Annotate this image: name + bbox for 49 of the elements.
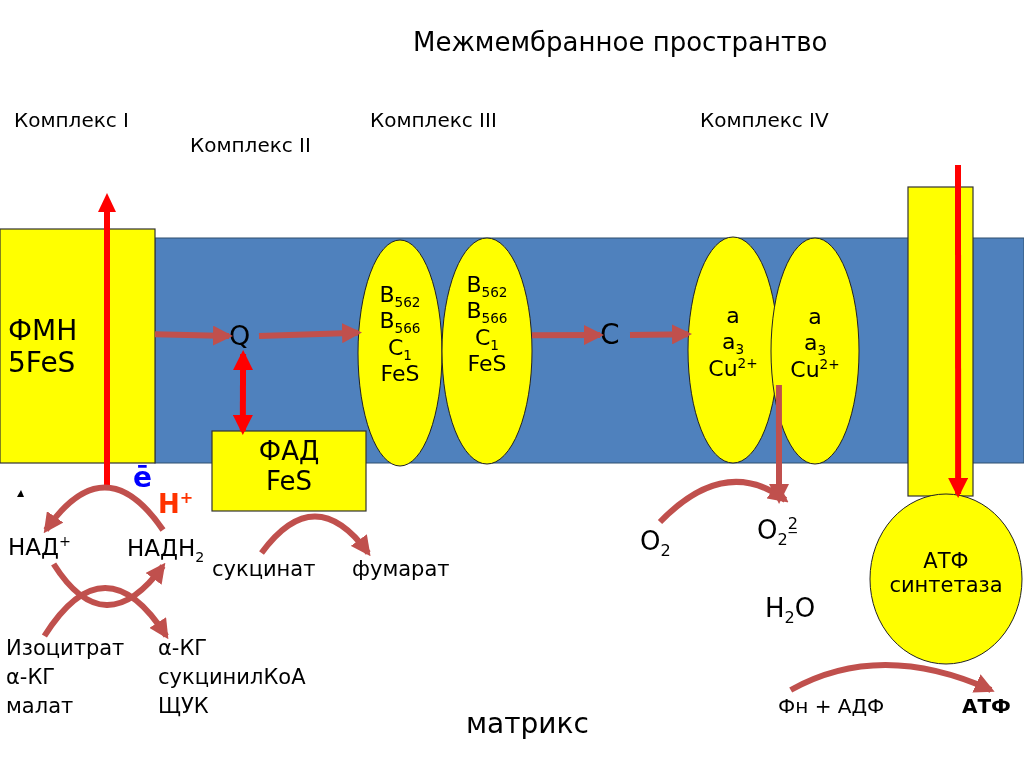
component-label: ФАД FeS (257, 437, 321, 497)
compound-label: сукцинат (212, 553, 322, 585)
diagram-title: Межмембранное пространтво (413, 28, 828, 58)
carrier-label: C (600, 315, 630, 355)
carrier-label: Q (229, 318, 259, 354)
compound-label: H$_{2}$O (765, 594, 816, 624)
complex-label: Комплекс IV (700, 109, 829, 132)
compound-label: малат (6, 694, 74, 719)
arrow (154, 325, 233, 346)
complex-box (212, 431, 366, 511)
arrow (259, 513, 371, 557)
complex-label: Комплекс III (370, 109, 497, 132)
arrow (532, 325, 604, 346)
complex-label: Комплекс II (190, 134, 311, 157)
compound-label: сукцинилКоА (158, 665, 306, 690)
arrow (41, 585, 169, 640)
compound-label: АТФ (962, 690, 1020, 722)
arrow (657, 479, 789, 525)
compound-label: Фн + АДФ (778, 690, 905, 722)
component-label: B$_{562}$ B$_{566}$ C$_{1}$ FeS (378, 282, 422, 388)
arrow (948, 165, 969, 498)
arrow (51, 562, 166, 608)
component-label: a a$_{3}$ Cu$^{2+}$ (789, 304, 841, 384)
arrow (232, 350, 254, 435)
component-label: B$_{562}$ B$_{566}$ C$_{1}$ FeS (465, 272, 509, 378)
compound-label: ЩУК (158, 694, 209, 719)
atp-synthase-circle (870, 494, 1022, 664)
complex-label: Комплекс I (14, 109, 130, 132)
complex-ellipse (358, 240, 442, 466)
proton-label: H$^{+}$ (158, 490, 194, 520)
compound-label: НАД$^{+}$ (8, 530, 84, 564)
synthase-stalk (908, 187, 973, 496)
compound-label: α-КГ (158, 636, 208, 661)
component-label: ФМН 5FeS (8, 315, 79, 380)
arrow (789, 662, 995, 694)
arrow (769, 384, 790, 504)
complex-ellipse (442, 238, 532, 464)
compound-label: Изоцитрат (6, 636, 125, 661)
component-label: a a$_{3}$ Cu$^{2+}$ (707, 303, 759, 383)
compound-label: фумарат (352, 553, 460, 585)
arrow (43, 484, 166, 534)
compound-label: O$_{2}$ (640, 522, 690, 560)
complex-ellipse (771, 238, 859, 464)
arrow (258, 323, 362, 344)
electron-label: ē (133, 462, 152, 495)
compartment-label: матрикс (466, 708, 589, 741)
compound-label: α-КГ (6, 665, 56, 690)
component-label: АТФ синтетаза (888, 549, 1004, 598)
arrow (629, 324, 692, 345)
